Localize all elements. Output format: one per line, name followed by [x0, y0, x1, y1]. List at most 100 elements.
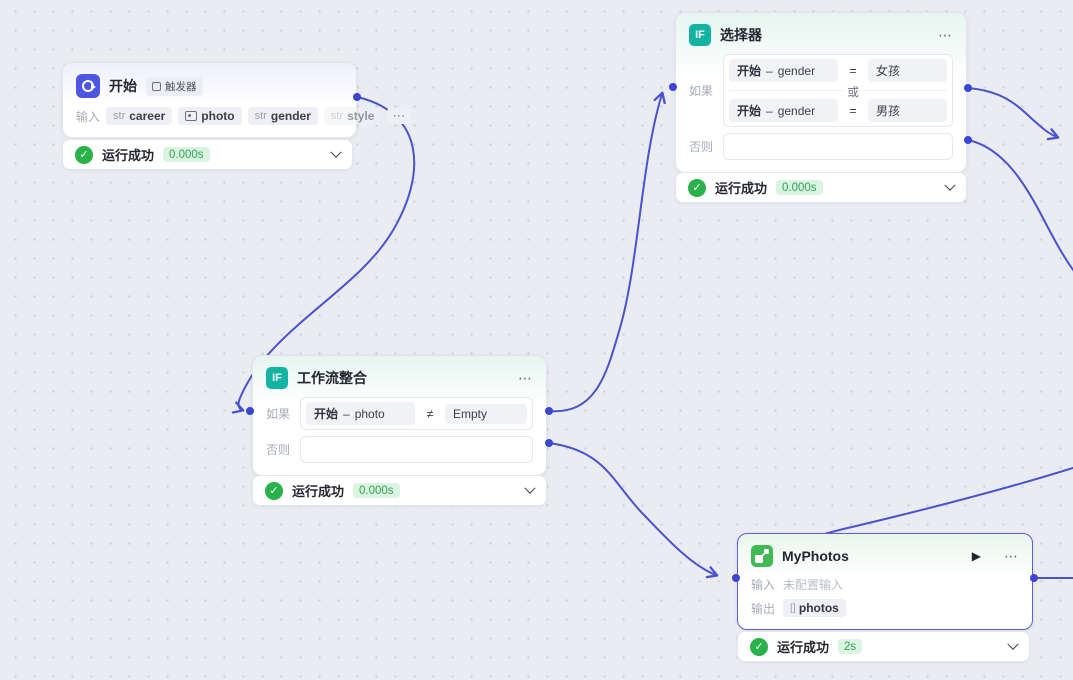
- condition-source: 开始: [314, 407, 339, 421]
- else-branch-box[interactable]: [300, 436, 533, 463]
- run-time-badge: 0.000s: [776, 180, 823, 195]
- run-time-badge: 2s: [838, 639, 863, 654]
- port-myphotos-output[interactable]: [1030, 574, 1038, 582]
- trigger-icon: [152, 81, 161, 91]
- condition-field: gender: [777, 63, 816, 78]
- condition-dash: –: [766, 103, 773, 118]
- node-selector[interactable]: IF 选择器 ⋯ 如果 开始 – gender = 女孩 或: [675, 12, 967, 173]
- success-check-icon: ✓: [688, 178, 706, 197]
- status-bar-workflow[interactable]: ✓ 运行成功 0.000s: [252, 475, 547, 506]
- condition-field: photo: [354, 406, 385, 421]
- param-name: gender: [270, 109, 311, 123]
- port-selector-if-output[interactable]: [964, 84, 972, 92]
- port-myphotos-input[interactable]: [732, 574, 740, 582]
- param-type: str: [330, 110, 344, 122]
- edge-selector-if-out: [967, 87, 1060, 141]
- else-label: 否则: [266, 443, 291, 457]
- if-icon: IF: [266, 367, 288, 389]
- status-text: 运行成功: [777, 640, 830, 655]
- more-params-icon[interactable]: ⋯: [387, 108, 412, 124]
- param-type: str: [254, 110, 267, 122]
- edge-workflow-to-selector: [548, 91, 666, 413]
- array-image-type-icon: []: [790, 602, 796, 614]
- or-label: 或: [842, 84, 864, 100]
- run-time-badge: 0.000s: [163, 147, 210, 162]
- param-badge-photo[interactable]: photo: [178, 107, 242, 125]
- condition-dash: –: [766, 63, 773, 78]
- condition-value-field[interactable]: Empty: [445, 403, 527, 424]
- condition-left-field[interactable]: 开始 – gender: [729, 99, 838, 122]
- node-menu-icon[interactable]: ⋯: [1004, 547, 1019, 564]
- success-check-icon: ✓: [265, 481, 283, 500]
- condition-group[interactable]: 开始 – gender = 女孩 或 开始 – gender: [723, 54, 953, 127]
- node-menu-icon[interactable]: ⋯: [518, 369, 533, 386]
- edge-selector-else-out: [967, 139, 1073, 272]
- condition-operator: =: [849, 103, 857, 118]
- input-label: 输入: [76, 109, 101, 124]
- node-title: 开始: [109, 78, 137, 94]
- condition-row: 开始 – gender = 女孩: [729, 59, 947, 82]
- else-label: 否则: [689, 140, 714, 154]
- condition-operator: =: [849, 63, 857, 78]
- input-label: 输入: [751, 578, 776, 592]
- param-badge-career[interactable]: str career: [106, 107, 173, 125]
- param-name: style: [347, 109, 375, 123]
- condition-field: gender: [777, 103, 816, 118]
- node-title: MyPhotos: [782, 548, 849, 564]
- image-icon: [185, 111, 198, 121]
- param-type: str: [113, 110, 126, 122]
- port-workflow-input[interactable]: [246, 407, 254, 415]
- trigger-badge-label: 触发器: [165, 80, 197, 93]
- success-check-icon: ✓: [75, 145, 93, 164]
- port-selector-input[interactable]: [669, 83, 677, 91]
- chevron-down-icon[interactable]: [1007, 638, 1019, 650]
- port-workflow-else-output[interactable]: [545, 439, 553, 447]
- condition-group[interactable]: 开始 – photo ≠ Empty: [300, 397, 533, 430]
- chevron-down-icon[interactable]: [330, 146, 342, 158]
- param-name: career: [129, 109, 166, 123]
- param-badge-style[interactable]: str style: [323, 107, 382, 125]
- condition-left-field[interactable]: 开始 – photo: [306, 402, 415, 425]
- status-bar-selector[interactable]: ✓ 运行成功 0.000s: [675, 172, 967, 203]
- chevron-down-icon[interactable]: [524, 482, 536, 494]
- or-divider: 或: [729, 84, 947, 100]
- input-empty-text: 未配置输入: [783, 578, 844, 592]
- if-icon: IF: [689, 24, 711, 46]
- edge-start-to-workflow: [231, 96, 416, 414]
- param-badge-gender[interactable]: str gender: [247, 107, 318, 125]
- node-menu-icon[interactable]: ⋯: [938, 26, 953, 43]
- output-badge-photos[interactable]: [] photos: [783, 599, 846, 617]
- condition-source: 开始: [737, 64, 762, 78]
- node-title: 选择器: [720, 27, 762, 43]
- status-bar-start[interactable]: ✓ 运行成功 0.000s: [62, 139, 353, 170]
- condition-value-field[interactable]: 女孩: [868, 59, 947, 82]
- success-check-icon: ✓: [750, 637, 768, 656]
- port-workflow-if-output[interactable]: [545, 407, 553, 415]
- if-label: 如果: [266, 407, 291, 421]
- condition-source: 开始: [737, 104, 762, 118]
- status-text: 运行成功: [102, 148, 155, 163]
- node-start[interactable]: 开始 触发器 输入 str career photo str gender st…: [62, 62, 412, 138]
- if-label: 如果: [689, 84, 714, 98]
- run-time-badge: 0.000s: [353, 483, 400, 498]
- param-name: photo: [201, 109, 235, 123]
- port-selector-else-output[interactable]: [964, 136, 972, 144]
- condition-left-field[interactable]: 开始 – gender: [729, 59, 838, 82]
- status-text: 运行成功: [715, 181, 768, 196]
- run-node-button[interactable]: ▶: [971, 549, 981, 563]
- condition-value-field[interactable]: 男孩: [868, 99, 947, 122]
- condition-operator: ≠: [426, 406, 434, 421]
- status-bar-myphotos[interactable]: ✓ 运行成功 2s: [737, 631, 1030, 662]
- status-text: 运行成功: [292, 484, 345, 499]
- output-label: 输出: [751, 601, 776, 616]
- node-workflow-merge[interactable]: IF 工作流整合 ⋯ 如果 开始 – photo ≠ Empty 否则: [252, 355, 547, 476]
- node-title: 工作流整合: [297, 370, 367, 386]
- else-branch-box[interactable]: [723, 133, 953, 160]
- trigger-badge: 触发器: [146, 76, 203, 96]
- port-start-output[interactable]: [353, 93, 361, 101]
- node-myphotos[interactable]: MyPhotos ▶ ⋯ 输入 未配置输入 输出 [] photos: [737, 533, 1033, 630]
- condition-row: 开始 – photo ≠ Empty: [306, 402, 527, 425]
- chevron-down-icon[interactable]: [944, 179, 956, 191]
